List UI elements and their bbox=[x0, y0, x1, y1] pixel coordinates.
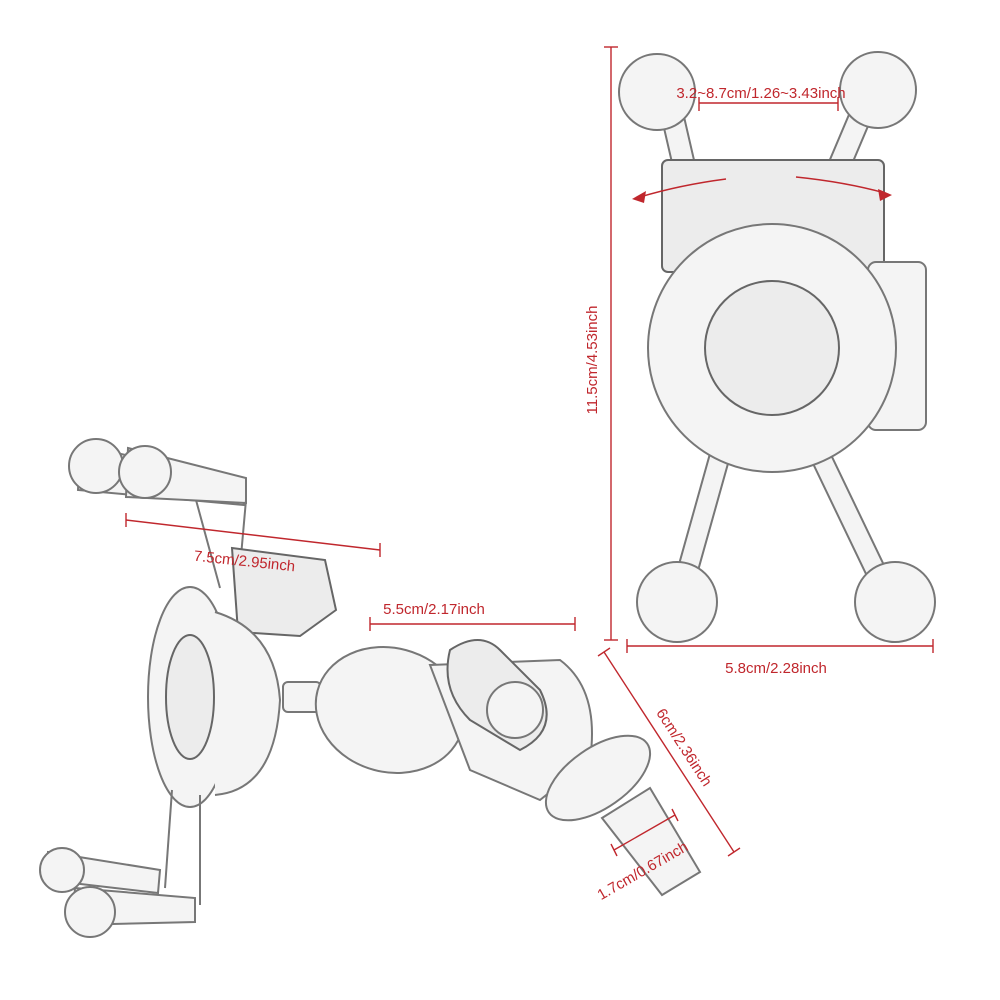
rotate-right-arrow bbox=[795, 176, 886, 194]
bottom-right-grip-ball bbox=[854, 561, 936, 643]
bottom-left-grip-ball bbox=[636, 561, 718, 643]
side-disc-back bbox=[214, 611, 282, 796]
front-view-holder bbox=[618, 51, 936, 643]
mounting-stem bbox=[600, 786, 702, 897]
lower-grip-cap-front bbox=[64, 886, 116, 938]
rotate-left-arrow bbox=[639, 178, 727, 198]
upper-grip-cap-front bbox=[118, 445, 172, 499]
grip-range-label: 3.2~8.7cm/1.26~3.43inch bbox=[676, 85, 845, 102]
mount-disc-inner bbox=[704, 280, 840, 416]
side-disc-inner bbox=[165, 634, 215, 760]
base-plate bbox=[544, 734, 652, 822]
front-view-dimension-lines bbox=[604, 46, 934, 653]
upper-grip-cap-back bbox=[68, 438, 124, 494]
arm-length-label: 5.5cm/2.17inch bbox=[383, 601, 485, 618]
height-label: 11.5cm/4.53inch bbox=[584, 306, 601, 415]
top-left-grip-ball bbox=[618, 53, 696, 131]
charger-block bbox=[230, 546, 338, 638]
side-view-dimension-lines bbox=[125, 513, 741, 857]
side-view-holder bbox=[39, 438, 702, 938]
knob-center bbox=[486, 681, 544, 739]
width-label: 5.8cm/2.28inch bbox=[725, 660, 827, 677]
lower-grip-cap-back bbox=[39, 847, 85, 893]
top-right-grip-ball bbox=[839, 51, 917, 129]
stem-length-label: 6cm/2.36inch bbox=[652, 706, 715, 790]
